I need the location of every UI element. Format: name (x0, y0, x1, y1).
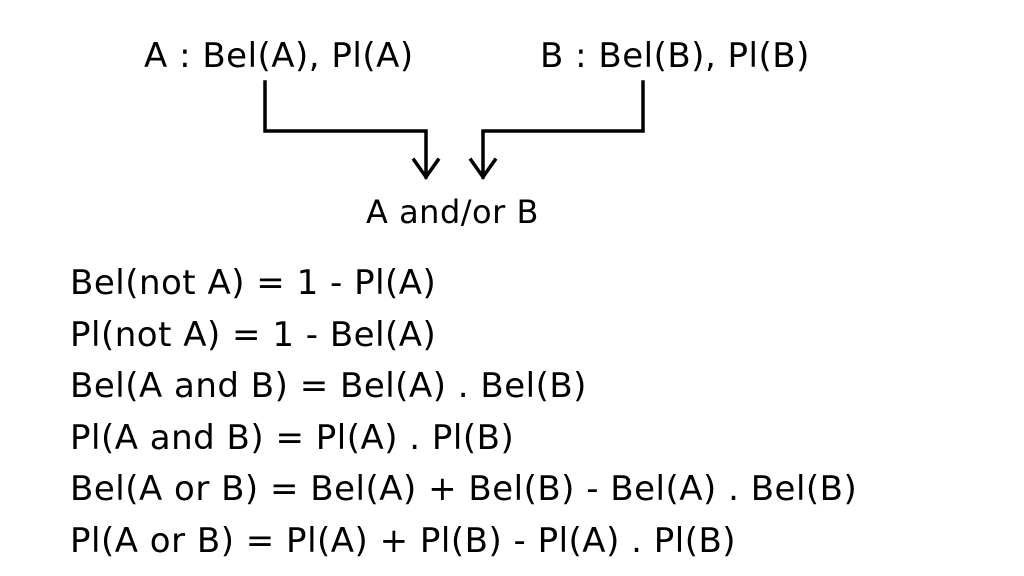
formula-bel-not-a: Bel(not A) = 1 - Pl(A) (70, 263, 437, 303)
formula-list: Bel(not A) = 1 - Pl(A) Pl(not A) = 1 - B… (70, 258, 857, 567)
node-a-label: A : Bel(A), Pl(A) (144, 36, 414, 76)
result-label: A and/or B (366, 193, 539, 231)
node-b-label: B : Bel(B), Pl(B) (540, 36, 810, 76)
arrowhead-a (411, 157, 441, 181)
arrow-from-a (263, 80, 428, 179)
formula-bel-a-and-b: Bel(A and B) = Bel(A) . Bel(B) (70, 366, 587, 406)
formula-pl-not-a: Pl(not A) = 1 - Bel(A) (70, 314, 437, 355)
formula-pl-a-and-b: Pl(A and B) = Pl(A) . Pl(B) (70, 417, 515, 458)
arrow-from-b (481, 80, 645, 179)
formula-pl-a-or-b: Pl(A or B) = Pl(A) + Pl(B) - Pl(A) . Pl(… (70, 520, 737, 561)
arrowhead-b (468, 157, 498, 181)
formula-bel-a-or-b: Bel(A or B) = Bel(A) + Bel(B) - Bel(A) .… (70, 469, 858, 509)
